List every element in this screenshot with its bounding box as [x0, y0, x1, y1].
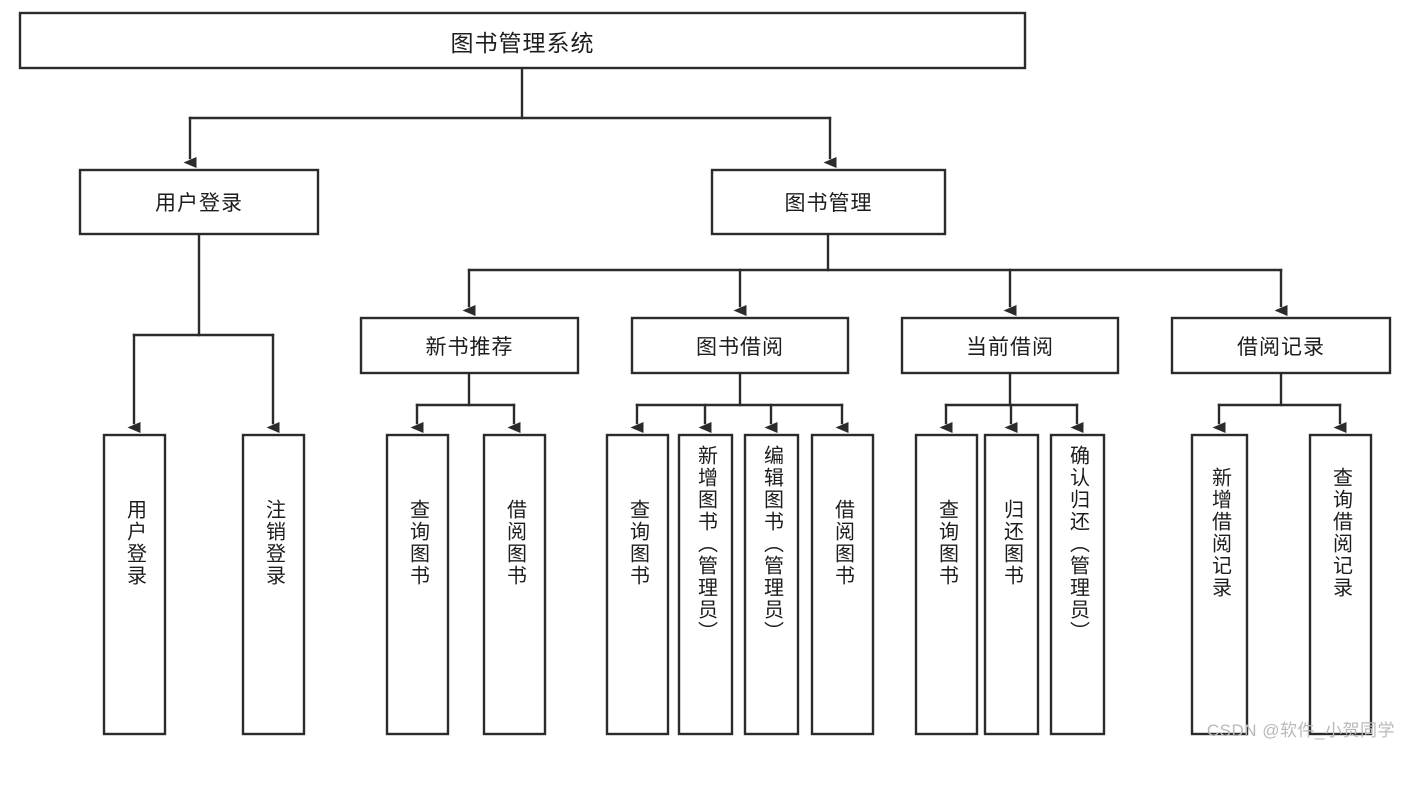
- connector-login-to-leaves: [127, 232, 280, 433]
- node-box-leaf-5[interactable]: [605, 433, 670, 736]
- tree-diagram-svg: [18, 11, 1392, 736]
- node-box-newbook[interactable]: [359, 316, 580, 375]
- connector-newbook-to-leaves: [410, 371, 521, 433]
- node-box-leaf-2[interactable]: [241, 433, 306, 736]
- node-box-leaf-11[interactable]: [1049, 433, 1106, 736]
- node-box-leaf-1[interactable]: [102, 433, 167, 736]
- connector-root-to-level2: [183, 66, 837, 168]
- node-box-login[interactable]: [78, 168, 320, 236]
- node-box-leaf-10[interactable]: [983, 433, 1040, 736]
- connector-current-to-leaves: [939, 371, 1084, 433]
- node-box-borrow[interactable]: [630, 316, 850, 375]
- node-box-leaf-8[interactable]: [810, 433, 875, 736]
- connector-bookmgmt-to-level3: [462, 232, 1288, 316]
- node-box-leaf-4[interactable]: [482, 433, 547, 736]
- node-box-leaf-9[interactable]: [914, 433, 979, 736]
- connector-records-to-leaves: [1212, 371, 1347, 433]
- diagram-canvas: 图书管理系统 用户登录 图书管理 新书推荐 图书借阅 当前借阅 借阅记录 用户登…: [18, 11, 1395, 740]
- node-box-current[interactable]: [900, 316, 1120, 375]
- node-box-records[interactable]: [1170, 316, 1392, 375]
- node-box-leaf-7[interactable]: [743, 433, 800, 736]
- node-box-bookmgmt[interactable]: [710, 168, 947, 236]
- node-box-leaf-3[interactable]: [385, 433, 450, 736]
- node-box-leaf-12[interactable]: [1190, 433, 1249, 736]
- node-box-root[interactable]: [18, 11, 1027, 70]
- node-box-leaf-6[interactable]: [677, 433, 734, 736]
- connector-borrow-to-leaves: [630, 371, 849, 433]
- node-box-leaf-13[interactable]: [1308, 433, 1373, 736]
